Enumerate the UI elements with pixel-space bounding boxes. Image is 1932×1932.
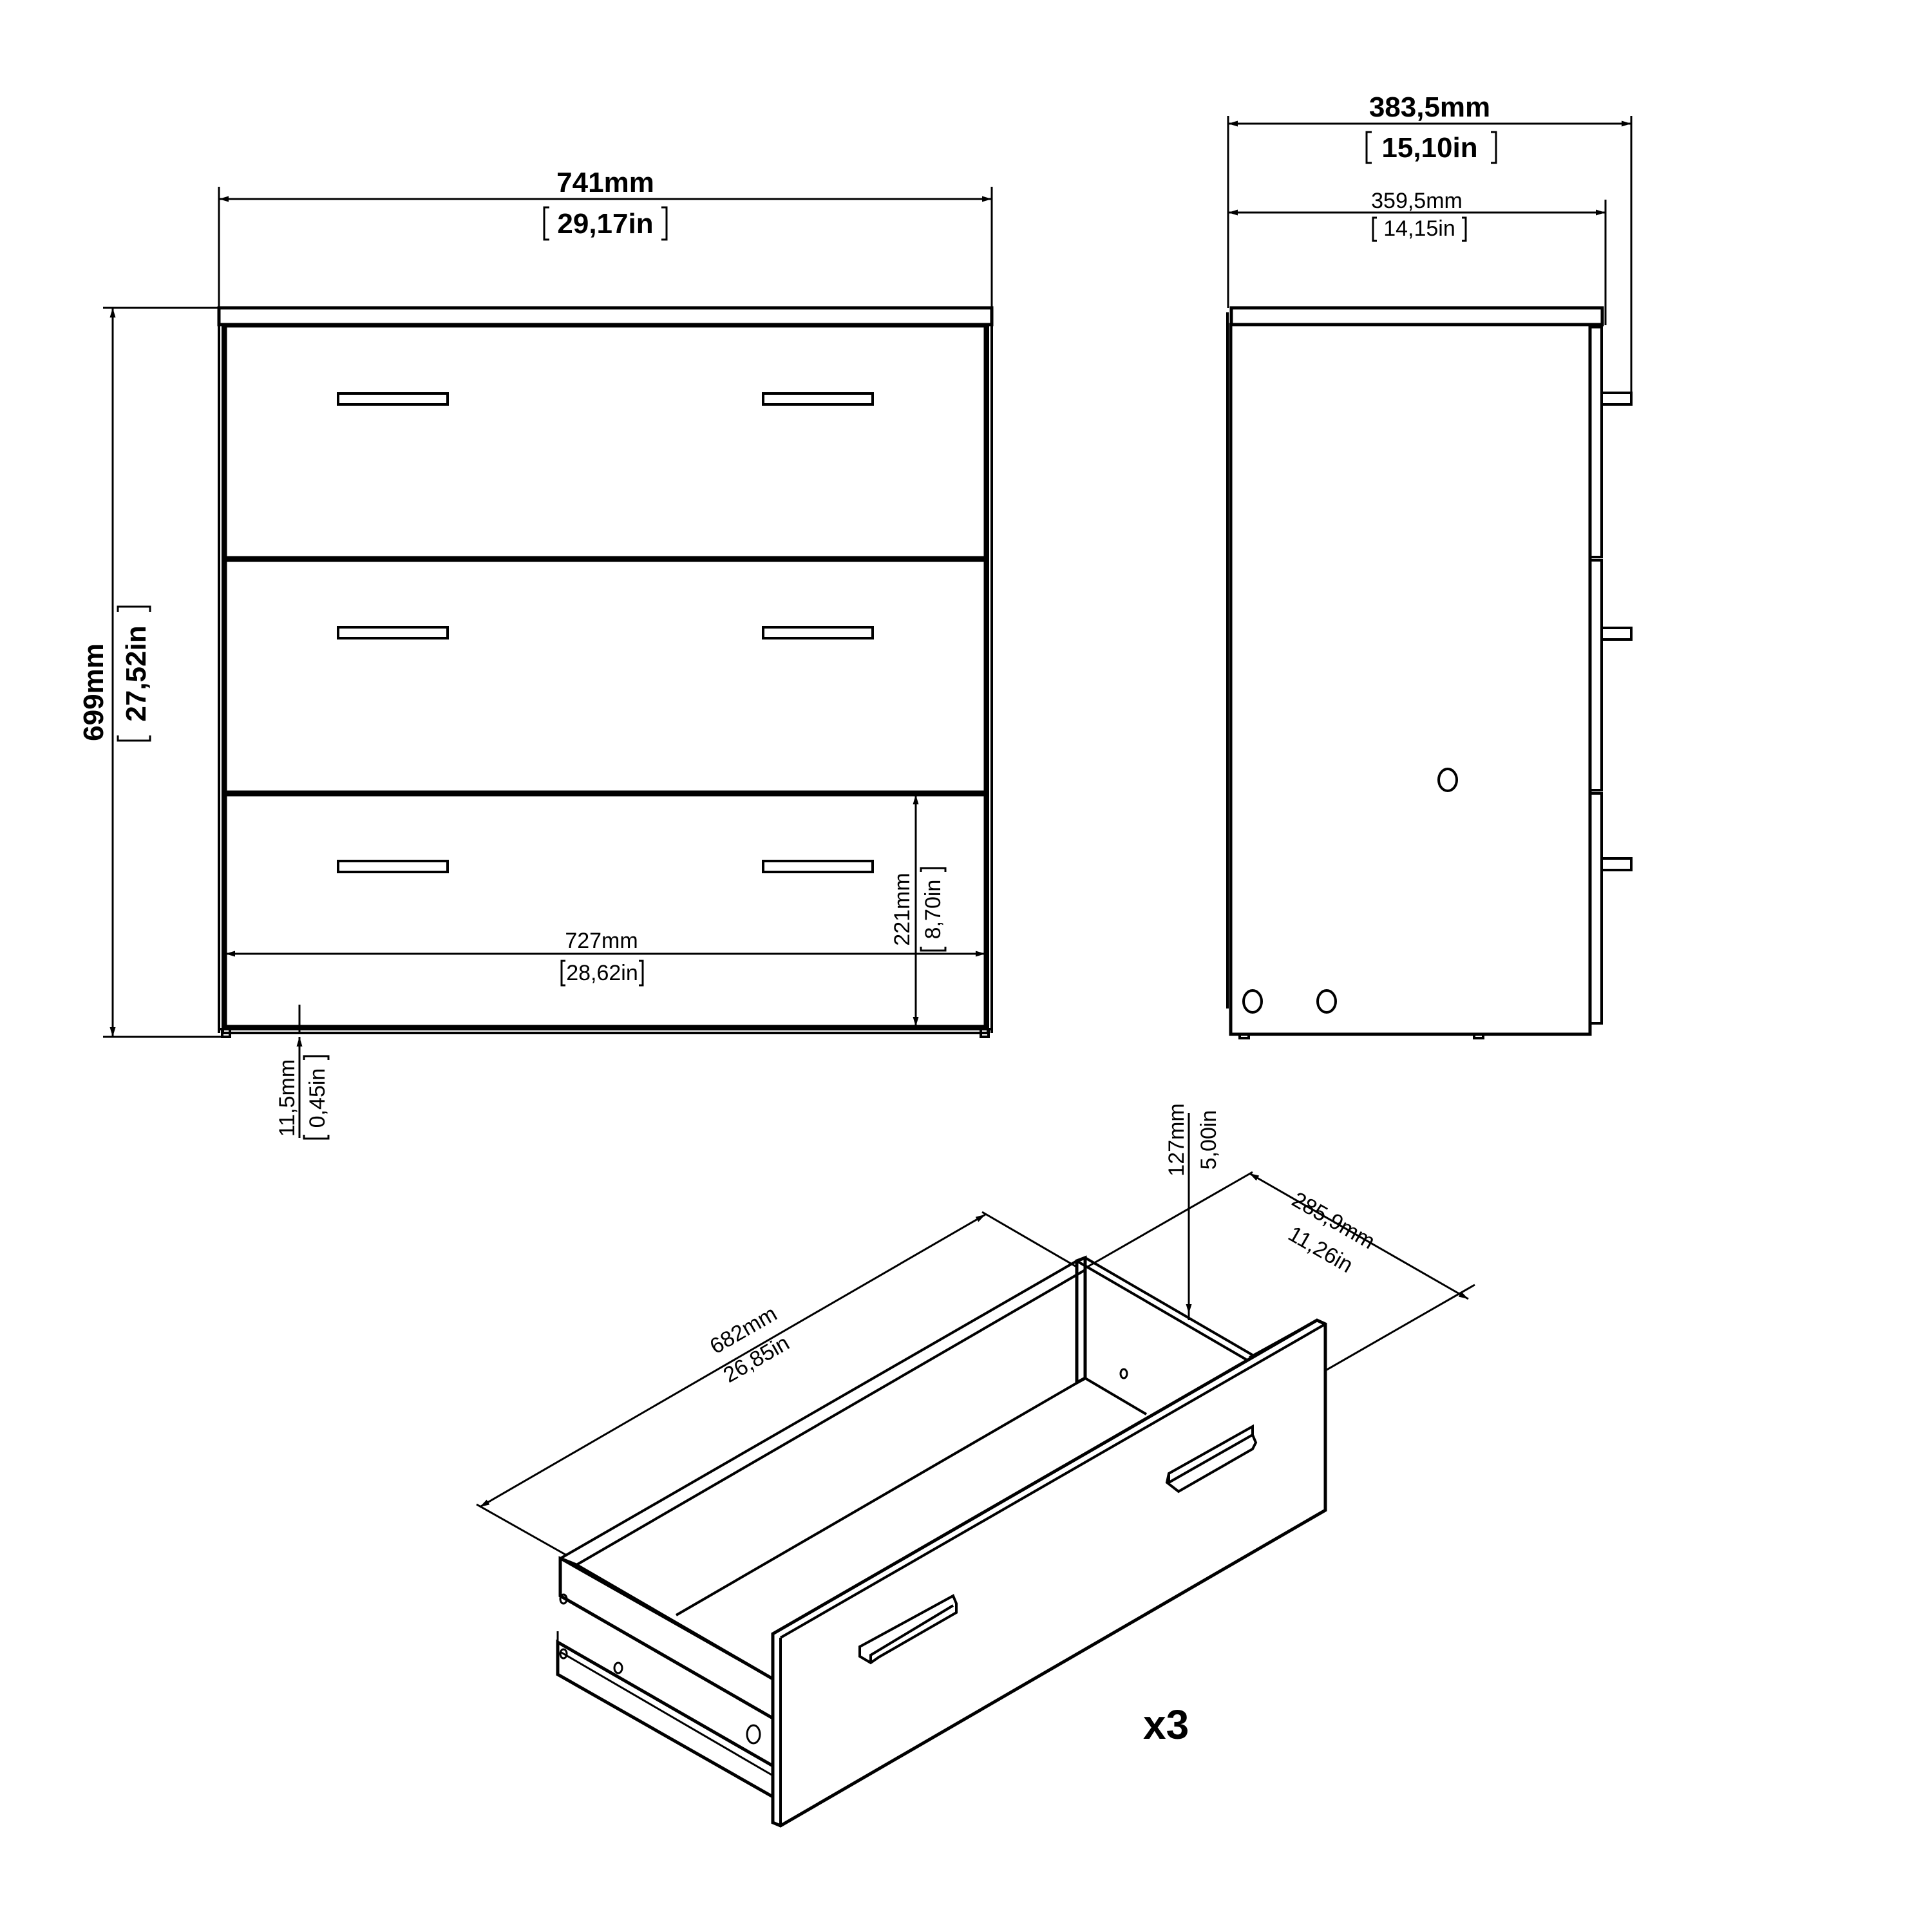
side-top-panel <box>1229 306 1604 327</box>
hole-icon <box>559 1648 568 1660</box>
dimension-drawer-length: 682mm 26,85in <box>476 1211 1083 1557</box>
handle-icon <box>762 626 874 639</box>
body-depth-mm-label: 359,5mm <box>1371 189 1463 213</box>
width-mm-label: 741mm <box>556 167 654 198</box>
drawer-quantity-label: x3 <box>1143 1701 1189 1748</box>
height-mm-label: 699mm <box>78 643 109 741</box>
side-handle-icon <box>1600 627 1633 641</box>
handle-icon <box>337 392 449 406</box>
drawer-inner-height-in-label: 5,00in <box>1197 1110 1221 1170</box>
side-handle-icon <box>1600 392 1633 406</box>
leg-height-in-label: 0,45in <box>305 1068 330 1128</box>
hole-icon <box>1437 768 1458 792</box>
drawer-isometric: 682mm 26,85in 285,9mm 11,26in 127mm 5,00… <box>476 1103 1475 1828</box>
leg <box>221 1028 231 1038</box>
front-view: 741mm 29,17in <box>78 167 994 1140</box>
inner-width-in-label: 28,62in <box>566 961 638 985</box>
hole-icon <box>613 1662 623 1674</box>
dimension-width: 741mm 29,17in <box>218 167 993 308</box>
front-drawer-1 <box>223 324 987 560</box>
total-depth-mm-label: 383,5mm <box>1369 91 1490 123</box>
inner-width-mm-label: 727mm <box>565 929 638 953</box>
height-in-label: 27,52in <box>120 625 152 721</box>
total-depth-in-label: 15,10in <box>1381 132 1477 164</box>
side-handle-icon <box>1600 857 1633 871</box>
side-drawer-front <box>1589 559 1603 791</box>
hole-icon <box>1316 989 1337 1014</box>
side-drawer-front <box>1589 326 1603 558</box>
handle-icon <box>337 626 449 639</box>
top-panel <box>217 306 994 327</box>
front-drawer-3 <box>223 793 987 1028</box>
front-drawer-2 <box>223 558 987 794</box>
handle-icon <box>337 860 449 873</box>
dimension-height: 699mm 27,52in <box>78 307 222 1038</box>
drawer-handle-icon <box>858 1424 1258 1665</box>
dimension-drawer-height: 221mm 8,70in <box>890 795 947 1027</box>
dimension-leg-height: 11,5mm 0,45in <box>275 1005 330 1140</box>
hole-icon <box>746 1724 761 1745</box>
drawer-inner-height-mm-label: 127mm <box>1164 1103 1189 1176</box>
hole-icon <box>559 1593 568 1605</box>
leg-height-mm-label: 11,5mm <box>275 1059 299 1137</box>
dimension-body-depth: 359,5mm 14,15in <box>1228 189 1607 325</box>
dimension-drawer-inner-height: 127mm 5,00in <box>1164 1103 1221 1320</box>
leg <box>1473 1033 1484 1039</box>
drawer-front-panel <box>771 1318 1327 1828</box>
handle-icon <box>762 392 874 406</box>
body-depth-in-label: 14,15in <box>1383 216 1455 241</box>
side-panel <box>1229 323 1592 1036</box>
handle-icon <box>762 860 874 873</box>
hole-icon <box>1242 989 1263 1014</box>
leg <box>980 1028 990 1038</box>
width-in-label: 29,17in <box>557 208 653 240</box>
hole-icon <box>1119 1368 1128 1379</box>
leg <box>1238 1033 1250 1039</box>
side-view: 383,5mm 15,10in 359,5mm 14,15in <box>1226 91 1633 1039</box>
drawer-height-in-label: 8,70in <box>921 880 945 940</box>
drawer-height-mm-label: 221mm <box>890 873 914 945</box>
dimension-inner-width: 727mm 28,62in <box>225 929 985 987</box>
side-drawer-front <box>1589 792 1603 1025</box>
